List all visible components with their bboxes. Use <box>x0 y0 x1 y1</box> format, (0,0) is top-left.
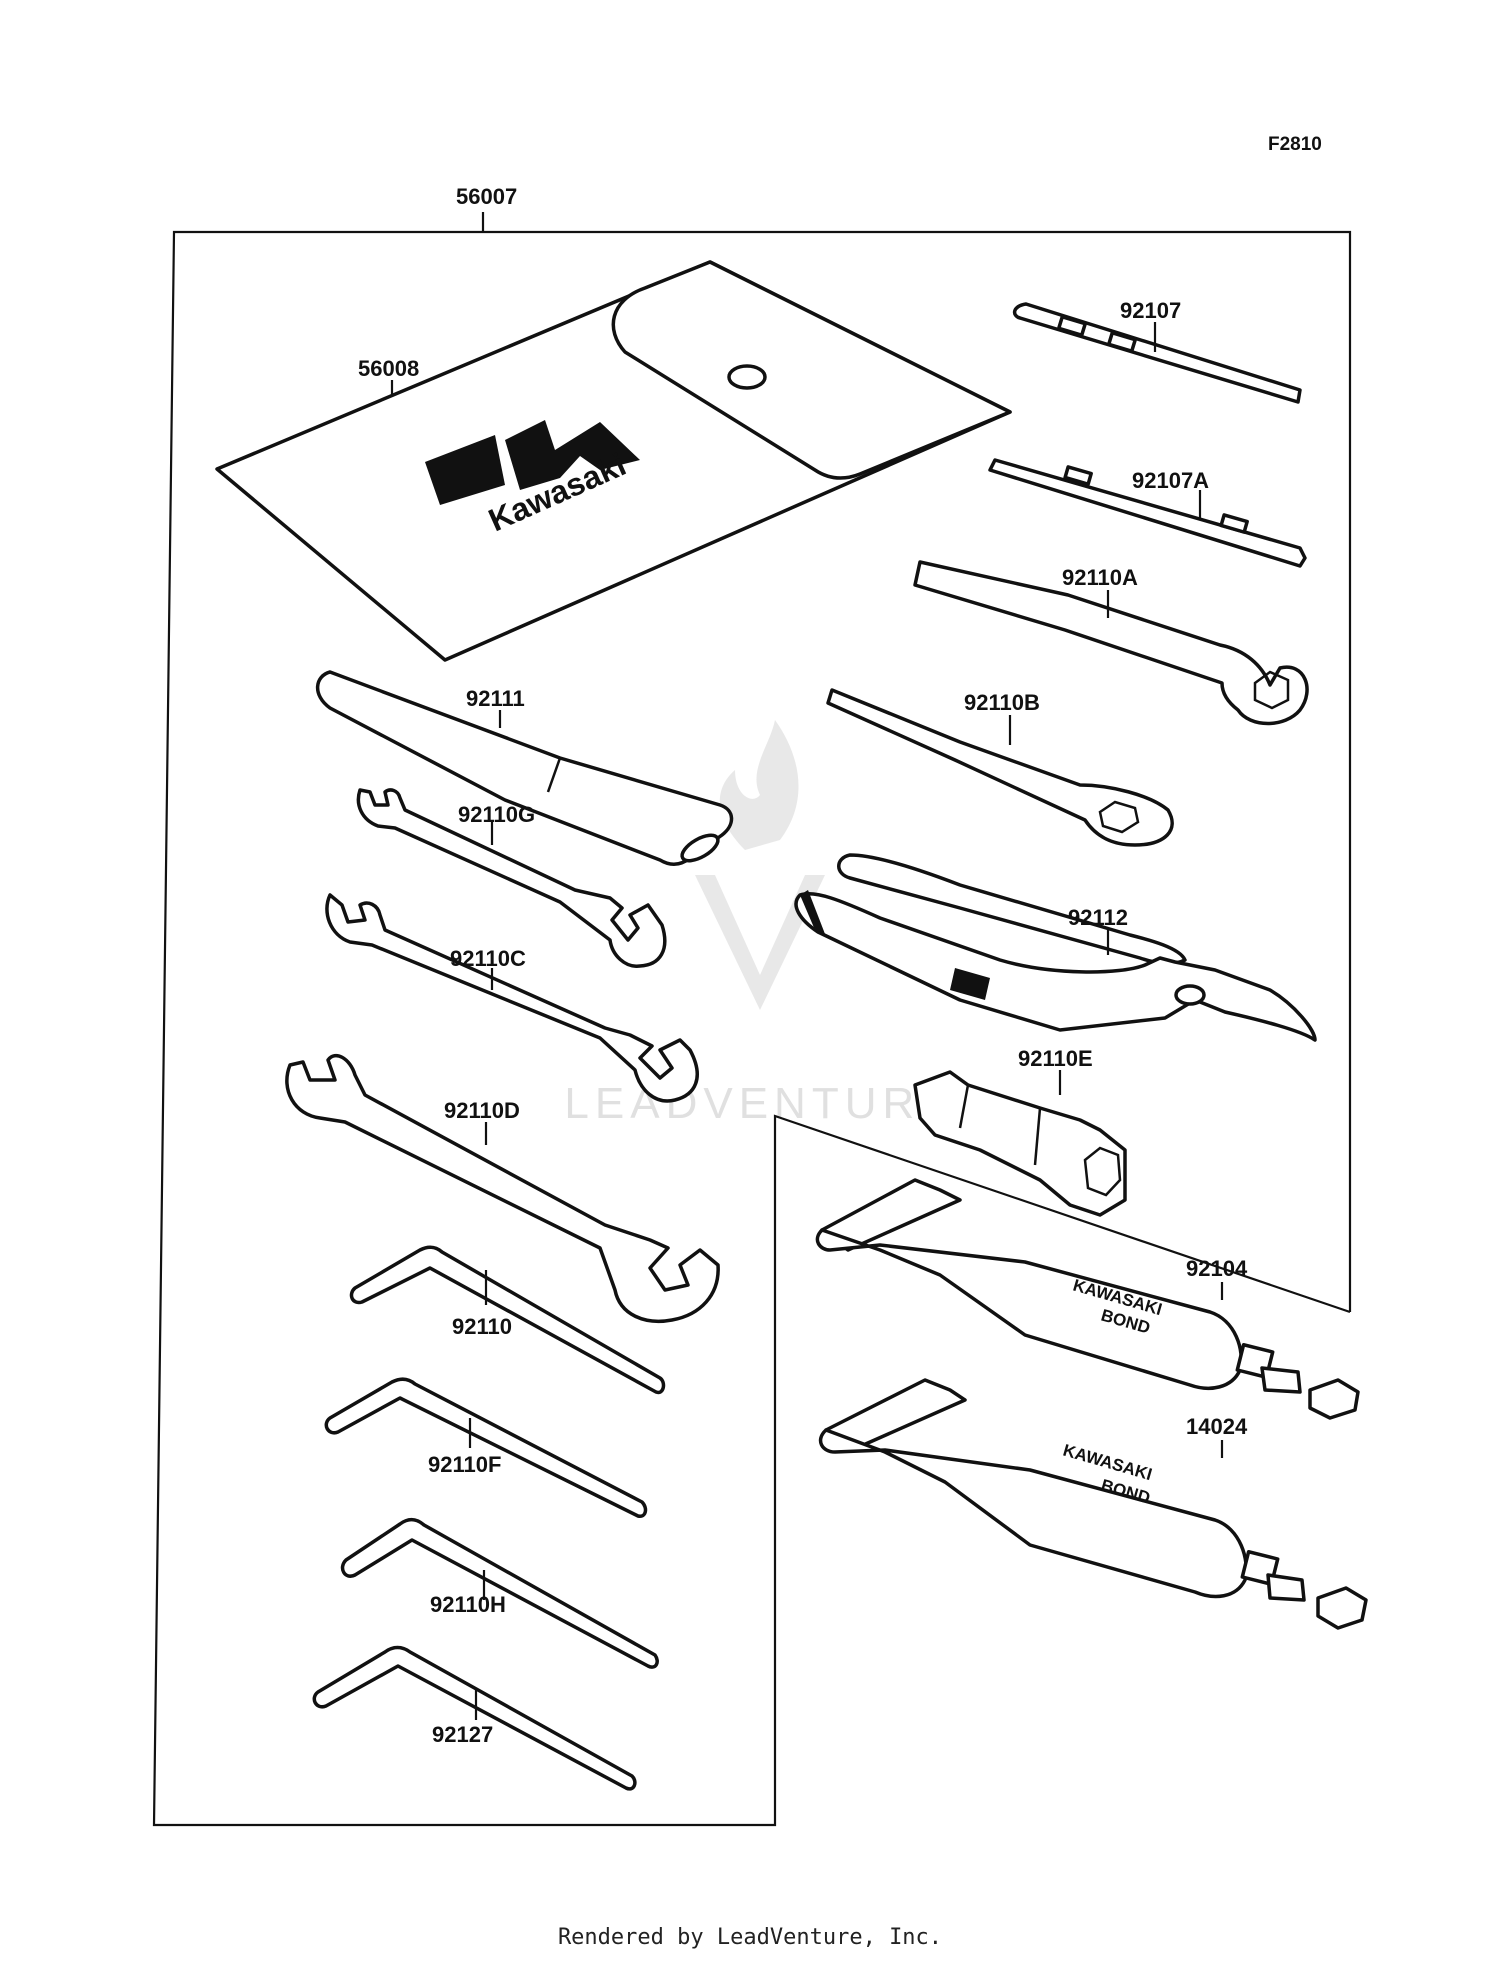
label-92110H: 92110H <box>430 1592 506 1617</box>
label-92110E: 92110E <box>1018 1046 1093 1071</box>
label-56008: 56008 <box>358 356 419 381</box>
pliers: 92112 <box>794 853 1317 1042</box>
hex-key-f: 92110F <box>324 1377 648 1518</box>
hex-key-92110: 92110 <box>349 1245 666 1395</box>
watermark-text: LEADVENTURE <box>564 1079 955 1128</box>
label-92111: 92111 <box>466 686 525 711</box>
label-92110G: 92110G <box>458 802 535 827</box>
leadventure-watermark: LEADVENTURE <box>564 720 955 1128</box>
handle-bar: 92111 <box>315 670 734 866</box>
label-92110D: 92110D <box>444 1098 520 1123</box>
bond-tube-14024: KAWASAKI BOND 14024 <box>818 1378 1368 1630</box>
box-wrench-a: 92110A <box>913 560 1309 726</box>
label-92127: 92127 <box>432 1722 493 1747</box>
screwdriver-bit-a: 92107A <box>988 458 1307 568</box>
kit-frame: 56007 <box>152 184 1352 1827</box>
footer-credit: Rendered by LeadVenture, Inc. <box>558 1925 942 1950</box>
label-92104: 92104 <box>1186 1256 1248 1281</box>
screwdriver-bit: 92107 <box>1012 298 1302 404</box>
label-92110A: 92110A <box>1062 565 1138 590</box>
tool-pouch: Kawasaki 56008 <box>215 260 1012 662</box>
label-92110F: 92110F <box>428 1452 501 1477</box>
open-wrench-g: 92110G <box>356 788 667 968</box>
open-wrench-d: 92110D <box>285 1053 720 1323</box>
open-wrench-c: 92110C <box>325 893 699 1103</box>
label-92112: 92112 <box>1068 905 1128 930</box>
box-wrench-b: 92110B <box>826 688 1174 847</box>
label-56007: 56007 <box>456 184 517 209</box>
label-92107A: 92107A <box>1132 468 1209 493</box>
figure-code: F2810 <box>1268 134 1322 155</box>
label-92110B: 92110B <box>964 690 1040 715</box>
label-92110C: 92110C <box>450 946 526 971</box>
label-92107: 92107 <box>1120 298 1181 323</box>
spark-plug-socket: 92110E <box>913 1046 1127 1217</box>
hex-key-92127: 92127 <box>312 1645 637 1791</box>
label-14024: 14024 <box>1186 1414 1248 1439</box>
bond-tube-92104: KAWASAKI BOND 92104 <box>815 1178 1360 1420</box>
hex-key-h: 92110H <box>340 1517 659 1669</box>
label-92110: 92110 <box>452 1314 512 1339</box>
